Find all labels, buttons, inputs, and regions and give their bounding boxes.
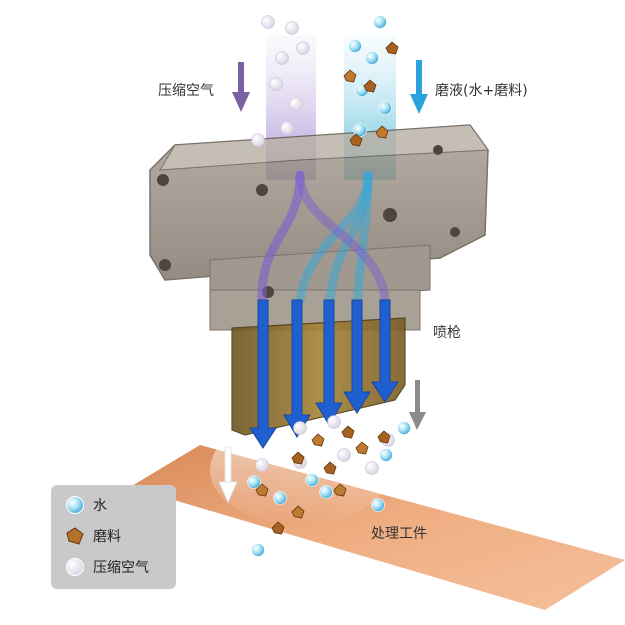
jet-arrows [249,299,399,449]
air-bubble [337,448,351,462]
spray-mist [210,415,390,525]
water-droplet [305,473,319,487]
water-droplet [379,448,393,462]
abrasive-particle [355,441,369,455]
abrasive-particle [255,483,269,497]
abrasive-particle [291,451,305,465]
water-droplet [365,51,379,65]
legend-item-abrasive: 磨料 [65,524,121,548]
air-bubble [327,415,341,429]
abrasive-particle [385,41,399,55]
legend-label-abrasive: 磨料 [93,529,121,545]
jet-arrow [315,299,343,426]
workpiece-label: 处理工件 [371,526,427,542]
water-droplet [348,39,362,53]
air-bubble-icon [66,558,84,576]
abrasive-particle-icon [66,527,84,545]
water-droplet [251,543,265,557]
internal-flow-channels [257,170,390,305]
slurry-arrow [410,60,428,114]
particle-layer [247,15,411,557]
air-bubble [269,77,283,91]
legend: 水 磨料 压缩空气 [51,485,176,589]
air-bubble [289,97,303,111]
abrasive-particle [349,133,363,147]
water-droplet [353,123,367,137]
gun-housing [149,124,489,331]
water-droplet [273,491,287,505]
legend-label-air: 压缩空气 [93,560,149,576]
abrasive-particle [363,79,377,93]
downward-arrow [218,446,238,504]
legend-item-water: 水 [65,493,107,517]
air-bubble [251,133,265,147]
abrasive-particle [291,505,305,519]
water-droplet [247,475,261,489]
water-droplet [378,101,392,115]
water-droplet [371,498,385,512]
abrasive-particle [377,430,391,444]
air-bubble [261,15,275,29]
legend-item-air: 压缩空气 [65,555,149,579]
housing-bolts [157,145,460,298]
abrasive-particle [343,69,357,83]
abrasive-particle [375,125,389,139]
air-bubble [275,51,289,65]
jet-arrow [249,299,277,449]
exhaust-arrow [409,380,426,430]
compressed-air-arrow [232,62,250,112]
water-droplet [397,421,411,435]
water-droplet-icon [66,496,84,514]
spray-gun-label: 喷枪 [433,325,461,341]
air-bubble [296,41,310,55]
abrasive-particle [271,521,285,535]
water-droplet [319,485,333,499]
air-bubble [280,121,294,135]
air-bubble [285,21,299,35]
water-droplet [373,15,387,29]
abrasive-particle [341,425,355,439]
legend-label-water: 水 [93,498,107,514]
air-bubble [365,461,379,475]
abrasive-particle [311,433,325,447]
slurry-label: 磨液(水+磨料) [435,83,528,99]
abrasive-particle [323,461,337,475]
compressed-air-label: 压缩空气 [158,83,214,99]
abrasive-particle [333,483,347,497]
air-bubble [255,458,269,472]
jet-arrow [371,299,399,403]
jet-arrow [343,299,371,414]
air-bubble [293,421,307,435]
